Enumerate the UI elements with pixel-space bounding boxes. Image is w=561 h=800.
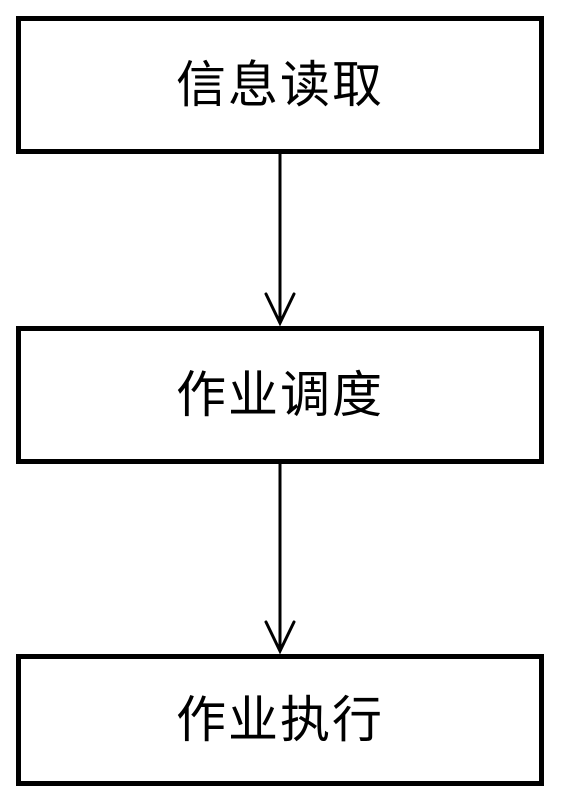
- flow-node-job-scheduling: 作业调度: [16, 326, 544, 464]
- flow-node-label: 作业执行: [176, 691, 384, 749]
- arrow-n2-to-n3: [264, 464, 296, 655]
- arrow-n1-to-n2: [264, 154, 296, 327]
- flow-node-label: 作业调度: [176, 366, 384, 424]
- arrow-n1-to-n2-head: [264, 292, 296, 327]
- flow-node-label: 信息读取: [176, 56, 384, 114]
- flow-node-info-read: 信息读取: [16, 16, 544, 154]
- flow-node-job-execution: 作业执行: [16, 654, 544, 786]
- arrow-n2-to-n3-head: [264, 620, 296, 655]
